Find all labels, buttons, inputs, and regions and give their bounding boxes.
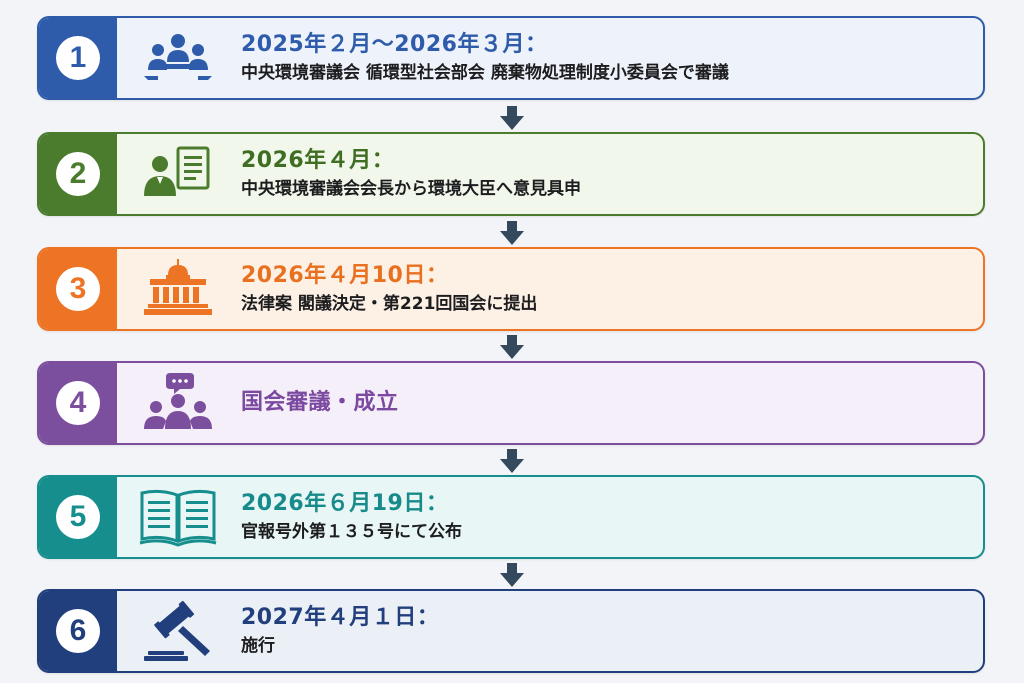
step-title: 国会審議・成立 [241,390,399,415]
step-number-badge: 6 [56,609,100,653]
step-card-3: 3 2026年４月10日： 法律案 閣議決定・第221回国会に提出 [37,247,985,331]
step-number-block: 3 [39,249,117,329]
step-number-badge: 1 [56,36,100,80]
step-icon-cell [117,591,239,671]
down-arrow-icon [498,104,526,132]
down-arrow-icon [498,219,526,247]
meeting-icon [144,34,212,80]
step-title: 2026年４月10日： [241,263,449,288]
person-document-icon [144,146,210,196]
step-icon-cell [117,363,239,443]
step-title: 2026年６月19日： [241,491,449,516]
step-number-block: 4 [39,363,117,443]
step-text: 2025年２月〜2026年３月： 中央環境審議会 循環型社会部会 廃棄物処理制度… [239,18,983,98]
step-number-badge: 2 [56,152,100,196]
step-icon-cell [117,477,239,557]
step-description: 官報号外第１３５号にて公布 [241,522,462,542]
down-arrow-icon [498,333,526,361]
step-number-block: 6 [39,591,117,671]
step-icon-cell [117,18,239,98]
step-description: 法律案 閣議決定・第221回国会に提出 [241,294,538,314]
step-number-badge: 3 [56,267,100,311]
step-card-1: 1 2025年２月〜2026年３月： 中央環境審議会 循環型社会部会 廃棄物処理… [37,16,985,100]
step-text: 2026年６月19日： 官報号外第１３５号にて公布 [239,477,983,557]
step-title: 2026年４月： [241,148,395,173]
step-text: 2026年４月10日： 法律案 閣議決定・第221回国会に提出 [239,249,983,329]
open-book-icon [139,489,217,547]
step-card-5: 5 2026年６月19日： 官報号外第１３５号にて公布 [37,475,985,559]
step-card-4: 4 国会審議・成立 [37,361,985,445]
step-title: 2027年４月１日： [241,605,440,630]
parliament-building-icon [144,259,212,315]
step-text: 2027年４月１日： 施行 [239,591,983,671]
step-title: 2025年２月〜2026年３月： [241,32,548,57]
discussion-group-icon [144,373,212,429]
step-card-2: 2 2026年４月： 中央環境審議会会長から環境大臣へ意見具申 [37,132,985,216]
down-arrow-icon [498,561,526,589]
step-description: 施行 [241,636,275,656]
down-arrow-icon [498,447,526,475]
step-number-badge: 4 [56,381,100,425]
step-number-block: 5 [39,477,117,557]
step-text: 2026年４月： 中央環境審議会会長から環境大臣へ意見具申 [239,134,983,214]
step-description: 中央環境審議会会長から環境大臣へ意見具申 [241,179,581,199]
step-icon-cell [117,134,239,214]
gavel-icon [144,600,210,661]
step-card-6: 6 2027年４月１日： 施行 [37,589,985,673]
step-number-block: 1 [39,18,117,98]
step-description: 中央環境審議会 循環型社会部会 廃棄物処理制度小委員会で審議 [241,63,729,83]
step-icon-cell [117,249,239,329]
step-number-badge: 5 [56,495,100,539]
step-number-block: 2 [39,134,117,214]
step-text: 国会審議・成立 [239,363,983,443]
